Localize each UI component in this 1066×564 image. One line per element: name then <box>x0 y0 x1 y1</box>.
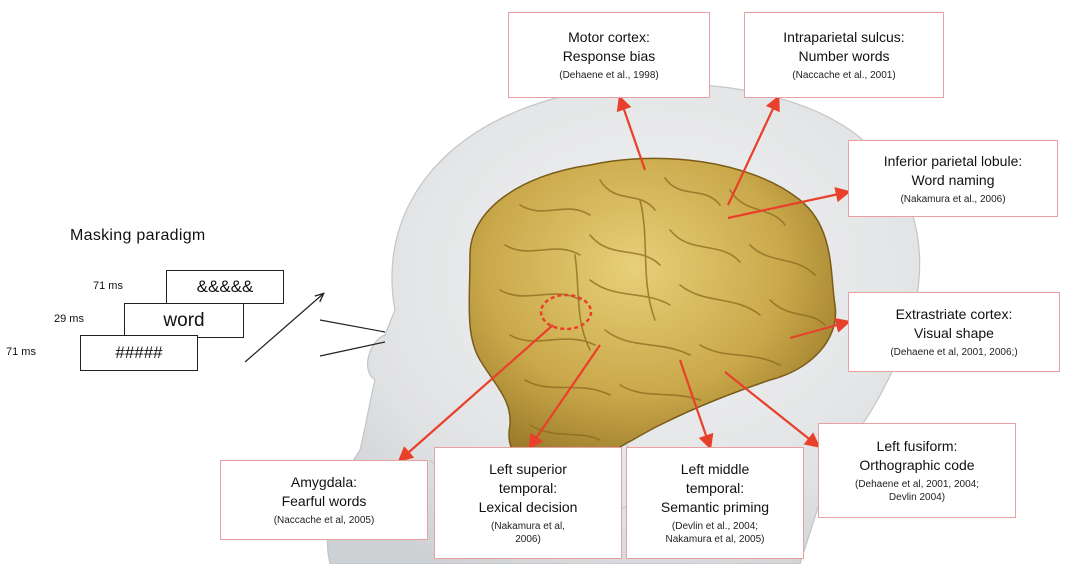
frame-time-1: 71 ms <box>93 280 123 292</box>
callout-stg-title: Left superior temporal: <box>489 460 567 498</box>
callout-ipl-function: Word naming <box>911 171 994 190</box>
callout-extrastriate-cortex: Extrastriate cortex: Visual shape (Dehae… <box>848 292 1060 372</box>
callout-left-fusiform: Left fusiform: Orthographic code (Dehaen… <box>818 423 1016 518</box>
callout-mtg-function: Semantic priming <box>661 498 769 517</box>
mask-frame-word: word <box>124 303 244 338</box>
callout-mtg-citation: (Devlin et al., 2004; Nakamura et al, 20… <box>666 520 765 546</box>
callout-motor-citation: (Dehaene et al., 1998) <box>559 69 659 82</box>
callout-amygdala: Amygdala: Fearful words (Naccache et al,… <box>220 460 428 540</box>
callout-ips-function: Number words <box>798 47 889 66</box>
callout-left-superior-temporal: Left superior temporal: Lexical decision… <box>434 447 622 559</box>
callout-stg-citation: (Nakamura et al, 2006) <box>491 520 565 546</box>
frame-time-2: 29 ms <box>54 313 84 325</box>
callout-amygdala-function: Fearful words <box>282 492 367 511</box>
callout-extrastriate-function: Visual shape <box>914 324 994 343</box>
frame-time-3: 71 ms <box>6 346 36 358</box>
callout-extrastriate-title: Extrastriate cortex: <box>896 305 1013 324</box>
mask-frame-forward: &&&&& <box>166 270 284 304</box>
callout-ips-title: Intraparietal sulcus: <box>783 28 904 47</box>
callout-motor-title: Motor cortex: <box>568 28 650 47</box>
callout-fusiform-title: Left fusiform: <box>877 437 958 456</box>
callout-stg-function: Lexical decision <box>479 498 578 517</box>
callout-amygdala-title: Amygdala: <box>291 473 357 492</box>
callout-ipl-citation: (Nakamura et al., 2006) <box>900 193 1005 206</box>
mask-frame-backward: ##### <box>80 335 198 371</box>
callout-ipl-title: Inferior parietal lobule: <box>884 152 1023 171</box>
callout-left-middle-temporal: Left middle temporal: Semantic priming (… <box>626 447 804 559</box>
callout-amygdala-citation: (Naccache et al, 2005) <box>274 514 375 527</box>
callout-fusiform-function: Orthographic code <box>859 456 974 475</box>
sequence-arrow <box>245 294 323 362</box>
callout-fusiform-citation: (Dehaene et al, 2001, 2004; Devlin 2004) <box>855 478 979 504</box>
masking-paradigm-title: Masking paradigm <box>70 227 206 245</box>
callout-intraparietal-sulcus: Intraparietal sulcus: Number words (Nacc… <box>744 12 944 98</box>
callout-inferior-parietal-lobule: Inferior parietal lobule: Word naming (N… <box>848 140 1058 217</box>
callout-motor-function: Response bias <box>563 47 656 66</box>
callout-mtg-title: Left middle temporal: <box>681 460 749 498</box>
callout-motor-cortex: Motor cortex: Response bias (Dehaene et … <box>508 12 710 98</box>
gaze-lines <box>245 294 385 362</box>
callout-ips-citation: (Naccache et al., 2001) <box>792 69 895 82</box>
callout-extrastriate-citation: (Dehaene et al, 2001, 2006;) <box>890 346 1017 359</box>
